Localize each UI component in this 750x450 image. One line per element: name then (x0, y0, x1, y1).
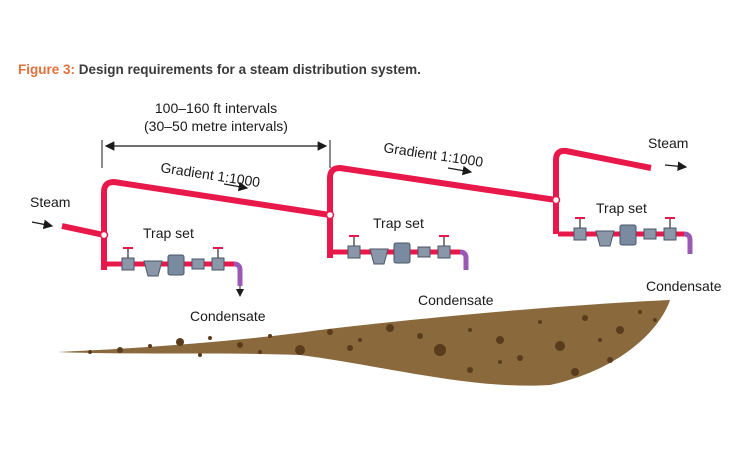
gradient-label-1: Gradient 1:1000 (160, 159, 262, 190)
steam-pipe (61, 147, 652, 270)
trap-set-label-1: Trap set (143, 225, 194, 241)
figure-caption: Figure 3: Design requirements for a stea… (18, 62, 421, 77)
inlet-pipe-section (61, 223, 105, 238)
interval-label-ft: 100–160 ft intervals (155, 100, 277, 116)
trap-set-label-3: Trap set (596, 200, 647, 216)
gradient-label-2: Gradient 1:1000 (383, 139, 485, 170)
steam-inlet-arrow (31, 219, 54, 230)
interval-dimension: 100–160 ft intervals (30–50 metre interv… (101, 100, 331, 168)
condensate-label-2: Condensate (418, 292, 494, 308)
steam-label-inlet: Steam (30, 194, 70, 210)
pipe-section-1 (101, 179, 331, 270)
steam-outlet-arrow (664, 161, 688, 171)
condensate-label-1: Condensate (190, 308, 266, 324)
figure-label: Figure 3: (18, 62, 76, 77)
interval-label-metre: (30–50 metre intervals) (144, 118, 288, 134)
trap-set-2: Trap set Condensate (332, 215, 494, 308)
figure-title: Design requirements for a steam distribu… (78, 62, 421, 77)
gradient-arrow-2 (447, 165, 473, 176)
pipe-section-2 (327, 165, 557, 215)
trap-set-label-2: Trap set (373, 215, 424, 231)
gradient-arrow-1 (223, 181, 249, 192)
condensate-label-3: Condensate (646, 278, 722, 294)
ground (58, 300, 670, 386)
pipe-section-3 (553, 147, 652, 200)
steam-label-outlet: Steam (648, 135, 688, 151)
trap-set-3: Trap set Condensate (558, 200, 722, 294)
trap-set-1: Trap set Condensate (106, 225, 266, 324)
